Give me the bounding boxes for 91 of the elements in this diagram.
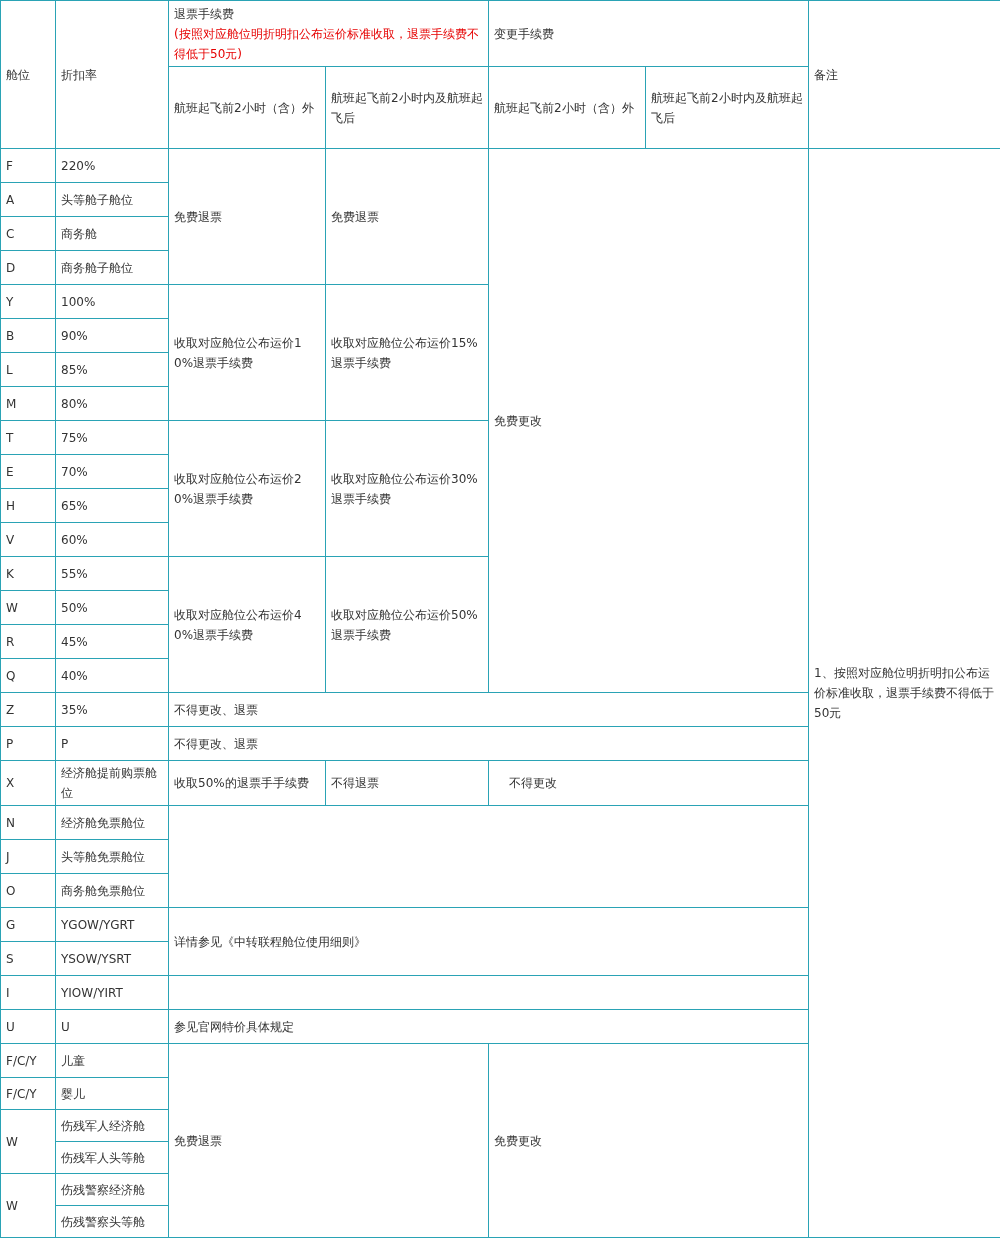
discount-rate: YSOW/YSRT bbox=[61, 951, 132, 966]
remark-text: 1、按照对应舱位明折明扣公布运价标准收取，退票手续费不得低于50元 bbox=[814, 666, 994, 720]
fare-class-code: B bbox=[6, 328, 15, 343]
discount-rate: 商务舱 bbox=[61, 226, 97, 241]
header-note: (按照对应舱位明折明扣公布运价标准收取，退票手续费不得低于50元) bbox=[174, 25, 480, 63]
discount-rate: 伤残军人经济舱 bbox=[61, 1118, 145, 1133]
fee-rule: 不得更改 bbox=[509, 776, 557, 790]
discount-rate: 伤残警察头等舱 bbox=[61, 1214, 145, 1229]
column-header: 航班起飞前2小时（含）外 bbox=[494, 100, 634, 115]
discount-rate: P bbox=[61, 736, 69, 751]
discount-rate: 65% bbox=[61, 498, 88, 513]
fee-rule: 收取对应舱位公布运价20%退票手续费 bbox=[174, 471, 302, 506]
column-header: 折扣率 bbox=[61, 67, 97, 82]
fee-rule: 收取对应舱位公布运价30%退票手续费 bbox=[331, 471, 478, 506]
fare-class-code: R bbox=[6, 634, 15, 649]
fare-class-code: E bbox=[6, 464, 14, 479]
fare-class-code: W bbox=[6, 1134, 18, 1149]
discount-rate: 90% bbox=[61, 328, 88, 343]
column-header: 变更手续费 bbox=[494, 26, 554, 41]
discount-rate: 经济舱提前购票舱位 bbox=[61, 766, 157, 800]
discount-rate: 60% bbox=[61, 532, 88, 547]
fee-rule: 收取对应舱位公布运价50%退票手续费 bbox=[331, 607, 478, 642]
fare-class-code: X bbox=[6, 776, 15, 790]
fee-rule: 详情参见《中转联程舱位使用细则》 bbox=[174, 934, 366, 949]
discount-rate: 50% bbox=[61, 600, 88, 615]
discount-rate: YGOW/YGRT bbox=[61, 917, 135, 932]
fare-class-code: G bbox=[6, 917, 16, 932]
column-header: 航班起飞前2小时内及航班起飞后 bbox=[331, 90, 483, 125]
fare-class-code: V bbox=[6, 532, 15, 547]
discount-rate: 商务舱子舱位 bbox=[61, 260, 133, 275]
fee-rule: 参见官网特价具体规定 bbox=[174, 1019, 294, 1034]
discount-rate: 伤残警察经济舱 bbox=[61, 1182, 145, 1197]
discount-rate: 70% bbox=[61, 464, 88, 479]
column-header: 舱位 bbox=[6, 67, 30, 82]
fare-class-code: C bbox=[6, 226, 15, 241]
column-header: 退票手续费 bbox=[174, 5, 235, 23]
discount-rate: 商务舱免票舱位 bbox=[61, 883, 145, 898]
fare-class-code: K bbox=[6, 566, 14, 581]
fare-class-code: Q bbox=[6, 668, 16, 683]
fare-class-code: P bbox=[6, 736, 14, 751]
fare-class-code: D bbox=[6, 260, 16, 275]
fare-class-code: T bbox=[6, 430, 14, 445]
discount-rate: 80% bbox=[61, 396, 88, 411]
fare-class-code: L bbox=[6, 362, 13, 377]
fee-rule: 收取对应舱位公布运价40%退票手续费 bbox=[174, 607, 302, 642]
fare-class-code: F/C/Y bbox=[6, 1086, 37, 1101]
fare-class-code: O bbox=[6, 883, 16, 898]
fee-rule: 收取50%的退票手手续费 bbox=[174, 776, 309, 790]
column-header: 航班起飞前2小时（含）外 bbox=[174, 100, 314, 115]
fare-class-code: J bbox=[6, 849, 10, 864]
fee-rule: 免费退票 bbox=[331, 209, 379, 224]
fee-rule: 不得更改、退票 bbox=[174, 702, 258, 717]
discount-rate: 40% bbox=[61, 668, 88, 683]
fare-class-code: S bbox=[6, 951, 14, 966]
fee-rule: 不得退票 bbox=[331, 776, 379, 790]
fee-rule: 免费更改 bbox=[494, 413, 542, 428]
discount-rate: 220% bbox=[61, 158, 96, 173]
fare-class-code: A bbox=[6, 192, 15, 207]
fee-rule: 收取对应舱位公布运价15%退票手续费 bbox=[331, 335, 478, 370]
fare-class-code: I bbox=[6, 985, 10, 1000]
fare-class-code: F/C/Y bbox=[6, 1053, 37, 1068]
discount-rate: 头等舱子舱位 bbox=[61, 192, 133, 207]
fare-class-code: Y bbox=[6, 294, 14, 309]
fare-class-code: H bbox=[6, 498, 16, 513]
fee-rule: 免费更改 bbox=[494, 1133, 542, 1148]
discount-rate: 儿童 bbox=[61, 1053, 85, 1068]
discount-rate: 经济舱免票舱位 bbox=[61, 815, 145, 830]
discount-rate: U bbox=[61, 1019, 70, 1034]
fare-class-code: Z bbox=[6, 702, 15, 717]
fee-rule: 不得更改、退票 bbox=[174, 736, 258, 751]
discount-rate: 55% bbox=[61, 566, 88, 581]
fee-rule: 免费退票 bbox=[174, 209, 222, 224]
fare-class-code: F bbox=[6, 158, 13, 173]
fare-class-code: W bbox=[6, 1198, 18, 1213]
discount-rate: 婴儿 bbox=[61, 1086, 85, 1101]
fare-class-code: W bbox=[6, 600, 18, 615]
fare-class-code: M bbox=[6, 396, 17, 411]
discount-rate: 45% bbox=[61, 634, 88, 649]
fee-rule: 收取对应舱位公布运价10%退票手续费 bbox=[174, 335, 302, 370]
fare-class-code: N bbox=[6, 815, 15, 830]
discount-rate: 75% bbox=[61, 430, 88, 445]
discount-rate: 100% bbox=[61, 294, 96, 309]
discount-rate: 85% bbox=[61, 362, 88, 377]
column-header: 航班起飞前2小时内及航班起飞后 bbox=[651, 90, 803, 125]
discount-rate: YIOW/YIRT bbox=[61, 985, 123, 1000]
discount-rate: 伤残军人头等舱 bbox=[61, 1150, 145, 1165]
fee-rule: 免费退票 bbox=[174, 1133, 222, 1148]
discount-rate: 35% bbox=[61, 702, 88, 717]
discount-rate: 头等舱免票舱位 bbox=[61, 849, 145, 864]
fare-class-code: U bbox=[6, 1019, 15, 1034]
column-header: 备注 bbox=[814, 67, 838, 82]
